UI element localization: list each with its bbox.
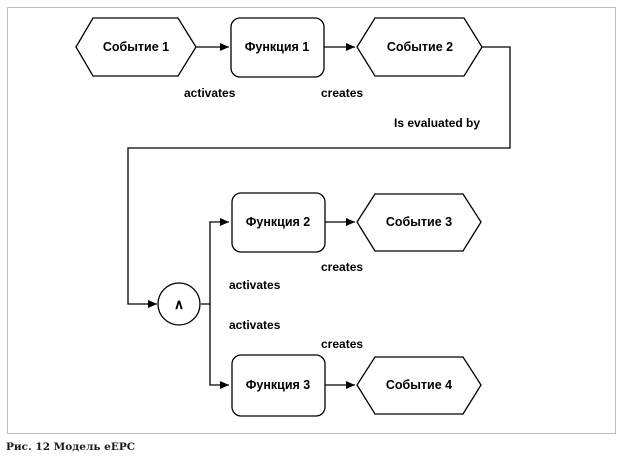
event-1: Событие 1 (75, 17, 197, 77)
function-1: Функция 1 (230, 17, 325, 78)
edge-label-event1-function1: activates (184, 86, 236, 100)
and-operator-symbol: ∧ (174, 296, 184, 312)
edge-label-function1-event2: creates (321, 86, 363, 100)
event-2-label: Событие 2 (387, 40, 453, 54)
event-3-label: Событие 3 (386, 215, 452, 229)
edge-and-function2 (201, 218, 229, 305)
function-1-label: Функция 1 (245, 40, 310, 54)
and-operator: ∧ (157, 282, 201, 326)
event-4: Событие 4 (356, 356, 482, 415)
function-3-label: Функция 3 (246, 378, 311, 392)
edge-label-event2-and: Is evaluated by (394, 116, 480, 130)
edge-label-function3-event4: creates (321, 337, 363, 351)
event-2: Событие 2 (356, 17, 483, 77)
figure-caption: Рис. 12 Модель eEPC (6, 441, 136, 453)
edge-event2-and (127, 46, 511, 308)
event-1-label: Событие 1 (103, 40, 169, 54)
function-2: Функция 2 (231, 192, 326, 253)
function-3: Функция 3 (231, 354, 326, 417)
edge-and-function3 (209, 304, 229, 389)
event-3: Событие 3 (356, 193, 482, 252)
edge-label-and-function3: activates (229, 318, 281, 332)
edge-label-and-function2: activates (229, 278, 281, 292)
edge-label-function2-event3: creates (321, 260, 363, 274)
function-2-label: Функция 2 (246, 215, 311, 229)
event-4-label: Событие 4 (386, 378, 452, 392)
